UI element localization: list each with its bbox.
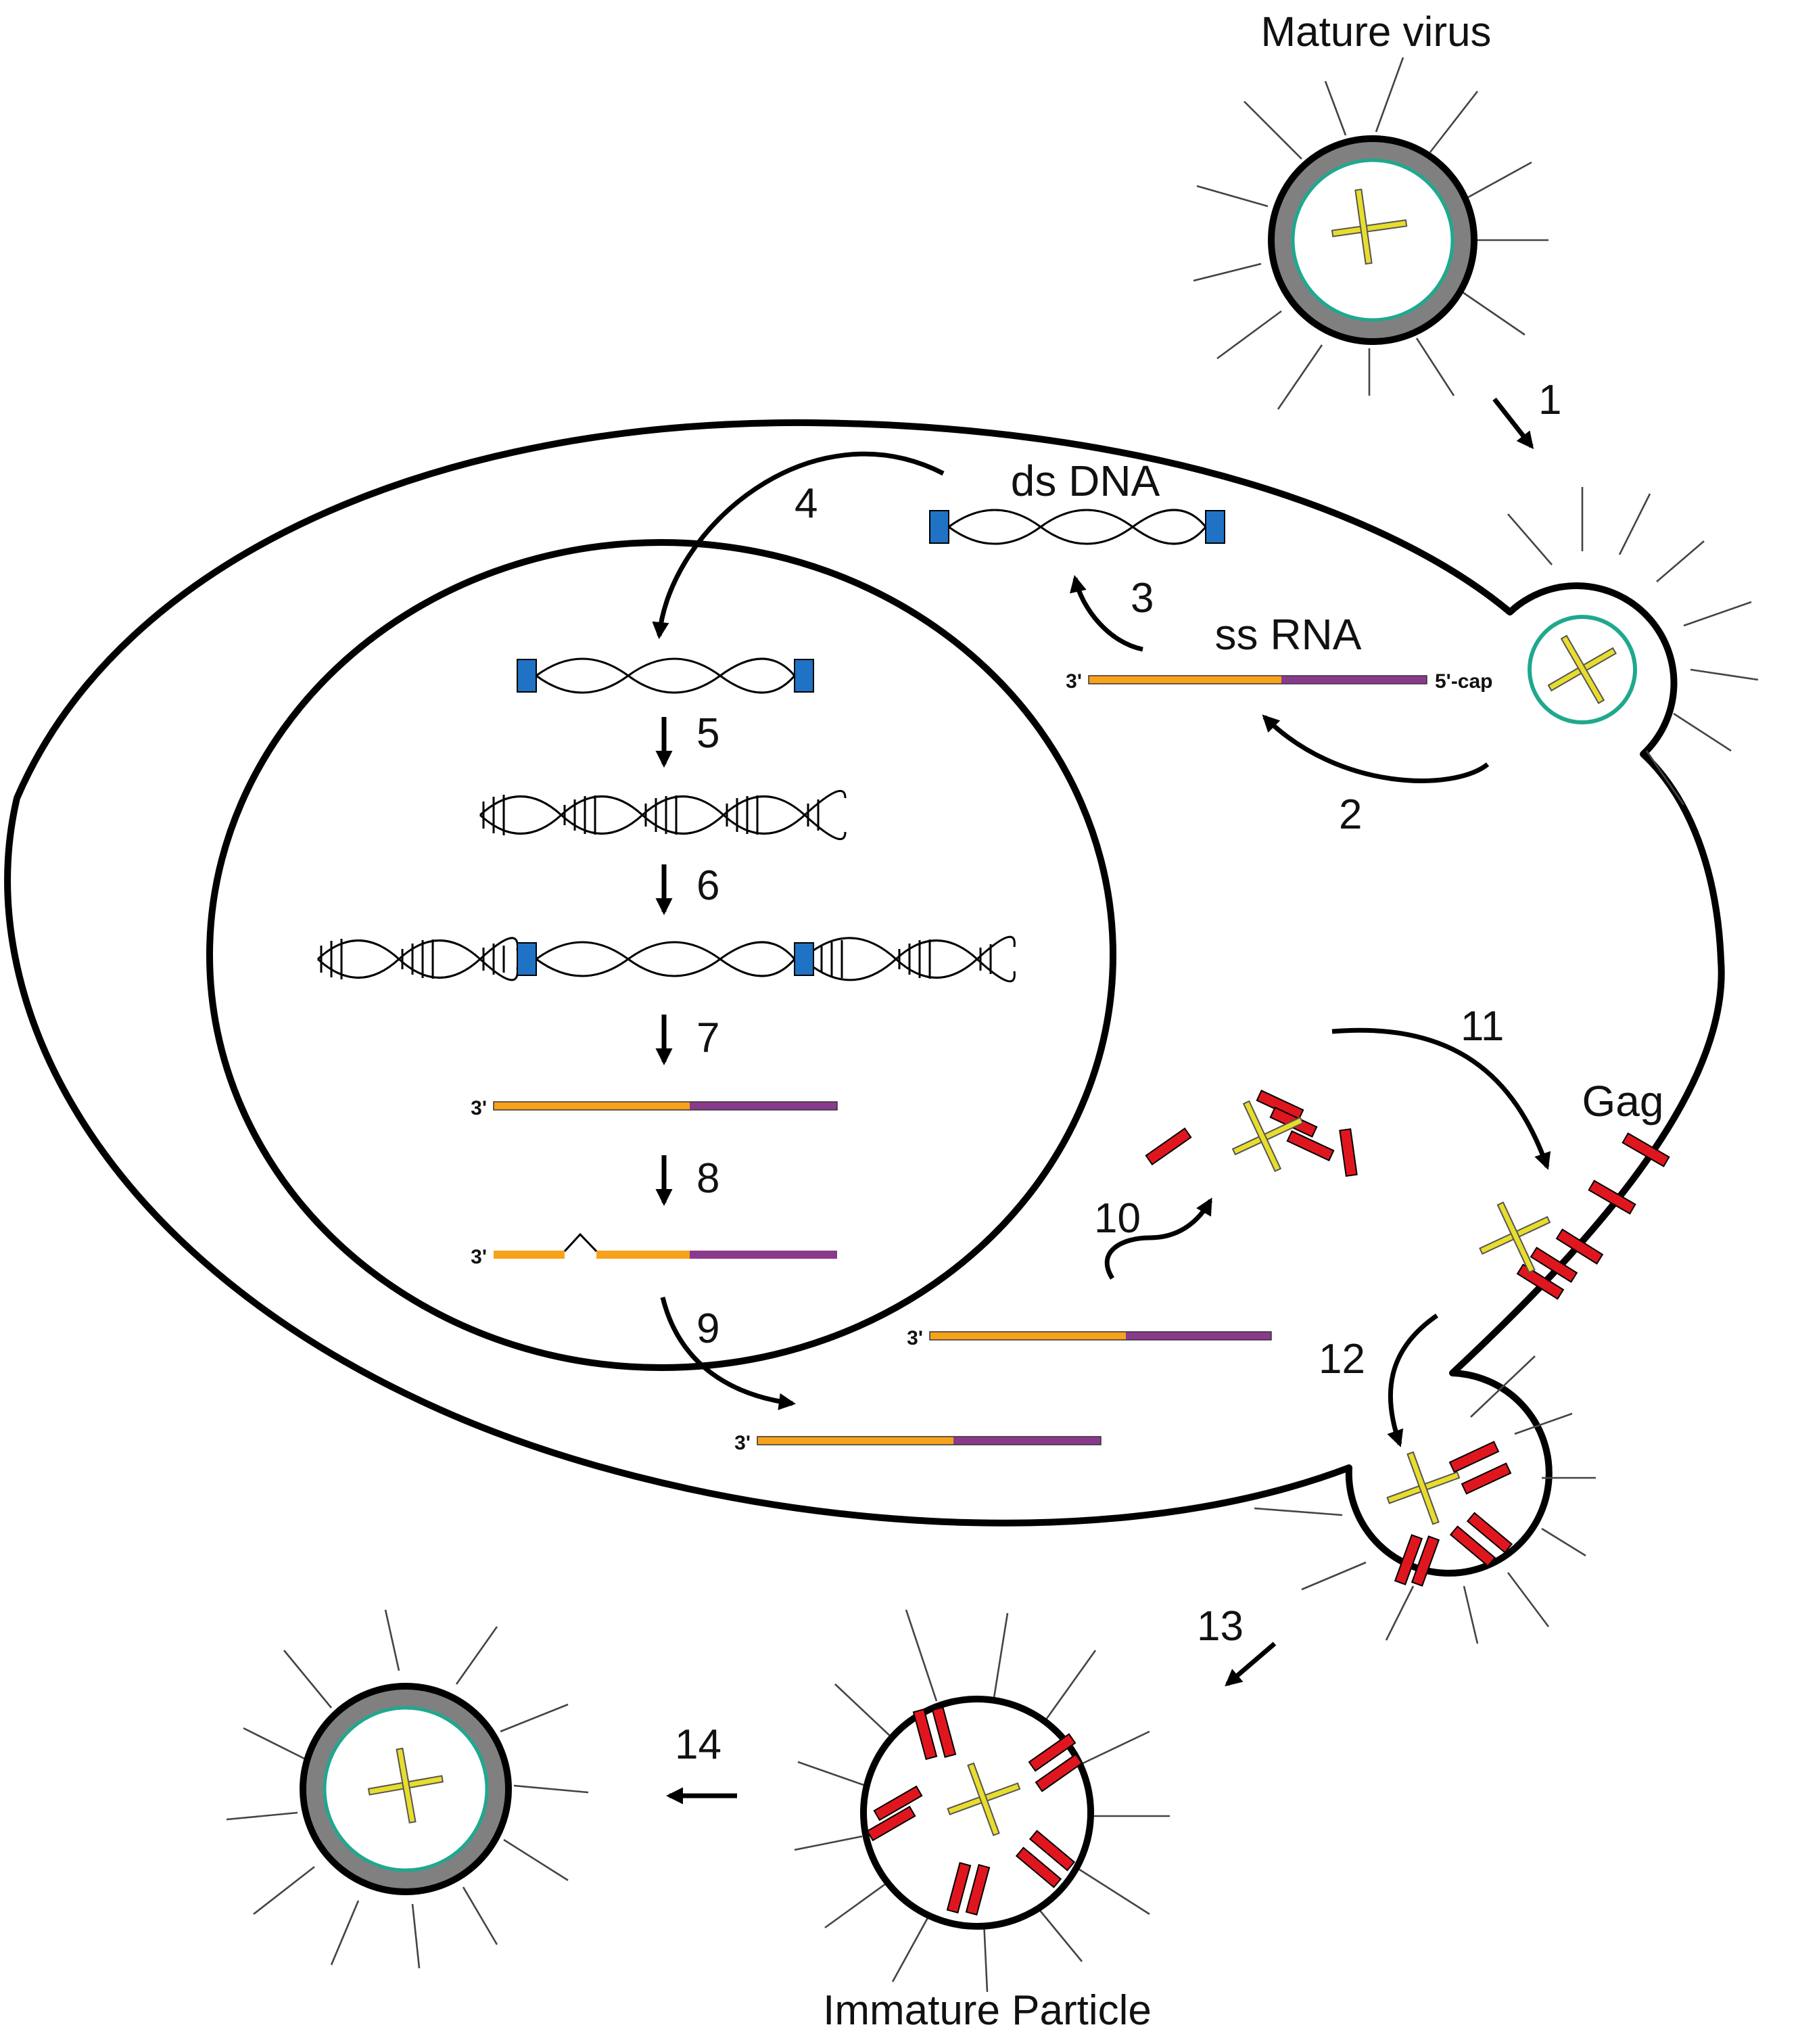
step-11-label: 11 — [1461, 1003, 1504, 1050]
cell-membrane — [4, 419, 1725, 1577]
arrow-step-13 — [1225, 1642, 1277, 1687]
capsid-cross-icon — [1547, 634, 1617, 704]
step-10-label: 10 — [1094, 1195, 1141, 1242]
arrow-step-4 — [652, 451, 945, 640]
arrow-step-1 — [1492, 397, 1534, 449]
mature-virus-title: Mature virus — [1260, 9, 1491, 55]
step-3-label: 3 — [1131, 575, 1154, 622]
cytoplasm-rna-upper — [929, 1331, 1272, 1341]
step-8-label: 8 — [696, 1155, 719, 1202]
capsid-cross-icon — [1386, 1451, 1461, 1525]
entry-spikes — [1507, 487, 1759, 806]
immature-gag-proteins — [866, 1706, 1083, 1916]
ds-dna-nucleus — [517, 657, 814, 694]
step-12-label: 12 — [1319, 1336, 1365, 1383]
virus-envelope — [1291, 158, 1454, 322]
immature-particle-title: Immature Particle — [823, 1987, 1152, 2034]
step-14-label: 14 — [675, 1721, 721, 1768]
arrow-step-12 — [1387, 1314, 1438, 1447]
spliced-rna-nucleus — [494, 1232, 837, 1259]
step-1-label: 1 — [1538, 377, 1561, 423]
capsid-cross-icon — [367, 1747, 444, 1824]
cytoplasm-rna-lower — [757, 1436, 1102, 1445]
capsid-cross-icon — [1479, 1201, 1551, 1274]
step-6-label: 6 — [696, 862, 719, 909]
budding-gag-proteins — [1394, 1441, 1513, 1587]
arrow-step-11 — [1331, 1027, 1551, 1170]
step-7-label: 7 — [696, 1015, 719, 1061]
ss-rna-label: ss RNA — [1215, 610, 1362, 659]
capsid-cross-icon — [1231, 1100, 1304, 1172]
spliced-rna-3prime: 3' — [471, 1246, 487, 1268]
immature-particle — [794, 1609, 1170, 1993]
arrow-step-10 — [1104, 1197, 1213, 1280]
mature-virus-top — [1193, 57, 1548, 410]
entering-capsid — [1528, 615, 1637, 724]
virus-spikes — [1193, 57, 1548, 410]
integrated-provirus — [316, 935, 1016, 983]
ds-dna-cytoplasm — [929, 509, 1225, 545]
ss-rna-3prime: 3' — [1066, 670, 1082, 693]
step-4-label: 4 — [795, 480, 818, 527]
nucleus-membrane — [206, 539, 1116, 1371]
arrow-step-9 — [660, 1297, 796, 1410]
arrow-step-3 — [1070, 575, 1143, 652]
capsid-cross-icon — [1331, 188, 1408, 265]
mature-virus-bottom — [226, 1609, 589, 1969]
ss-rna-strand — [1088, 675, 1427, 684]
cytoplasm-rna-lower-3prime: 3' — [734, 1432, 751, 1454]
virus-spikes — [226, 1609, 589, 1969]
gag-label: Gag — [1582, 1077, 1664, 1125]
step-13-label: 13 — [1197, 1603, 1244, 1650]
cytoplasm-rna-upper-3prime: 3' — [907, 1327, 923, 1349]
step-2-label: 2 — [1339, 791, 1362, 838]
cellular-dna-helix — [479, 790, 847, 840]
arrow-step-2 — [1262, 714, 1490, 783]
immature-spikes — [794, 1609, 1170, 1993]
budding-spikes — [1254, 1355, 1596, 1644]
ds-dna-label: ds DNA — [1011, 457, 1160, 505]
step-9-label: 9 — [696, 1305, 719, 1352]
genomic-rna-nucleus — [493, 1101, 838, 1111]
nucleus-rna-3prime: 3' — [471, 1097, 487, 1119]
step-5-label: 5 — [696, 710, 719, 757]
capsid-cross-icon — [947, 1762, 1021, 1836]
ss-rna-5cap: 5'-cap — [1435, 670, 1493, 693]
translated-gag-proteins — [1145, 1090, 1358, 1177]
